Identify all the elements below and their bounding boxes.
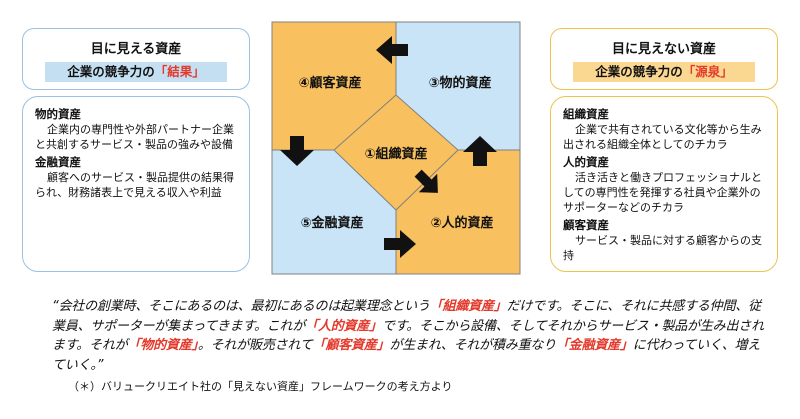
right-item-text: 活き活きと働きプロフェッショナルとしての専門性を発揮する社員や企業外のサポーター… [563,171,762,214]
arrow-down-icon [280,136,314,166]
keyword-organization: 「組織資産」 [429,299,507,314]
keyword-human: 「人的資産」 [305,318,382,334]
arrow-diagonal-icon [414,169,438,193]
right-title-box: 目に見えない資産 企業の競争力の「源泉」 [550,28,778,90]
right-title: 目に見えない資産 [611,42,716,57]
arrow-left-icon [376,36,408,64]
left-item-heading: 物的資産 [35,107,81,121]
right-item-heading: 顧客資産 [563,218,609,232]
left-description-box: 物的資産 企業内の専門性や外部パートナー企業と共創するサービス・製品の強みや設備… [22,96,250,272]
arrow-right-icon [384,230,416,258]
keyword-financial: 「金融資産」 [555,338,633,353]
founder-quote: “会社の創業時、そこにあるのは、最初にあるのは起業理念という「組織資産」だけです… [52,299,764,373]
keyword-physical: 「物的資産」 [127,338,199,353]
right-item-text: 企業で共有されている文化等から生み出される組織全体としてのチカラ [563,123,762,151]
source-note: （＊）バリュークリエイト社の「見えない資産」フレームワークの考え方より [68,380,453,393]
right-subtitle: 企業の競争力の「源泉」 [573,62,755,82]
label-human-asset: ②人的資産 [430,215,493,231]
right-description-box: 組織資産 企業で共有されている文化等から生み出される組織全体としてのチカラ 人的… [550,96,778,272]
label-financial-asset: ⑤金融資産 [300,215,363,231]
arrow-up-icon [463,136,497,166]
label-organization-asset: ①組織資産 [364,146,427,162]
left-item-heading: 金融資産 [35,155,81,169]
left-title: 目に見える資産 [90,42,182,57]
left-item-text: 企業内の専門性や外部パートナー企業と共創するサービス・製品の強みや設備 [35,123,234,151]
left-title-box: 目に見える資産 企業の競争力の「結果」 [22,28,250,90]
right-item-text: サービス・製品に対する顧客からの支持 [563,234,762,262]
right-item-heading: 組織資産 [563,107,609,121]
right-item-heading: 人的資産 [563,155,609,169]
label-physical-asset: ③物的資産 [428,75,491,91]
left-subtitle: 企業の競争力の「結果」 [45,62,227,82]
keyword-customer: 「顧客資産」 [312,338,390,353]
left-item-text: 顧客へのサービス・製品提供の結果得られ、財務諸表上で見える収入や利益 [35,171,234,199]
label-customer-asset: ④顧客資産 [298,75,361,91]
